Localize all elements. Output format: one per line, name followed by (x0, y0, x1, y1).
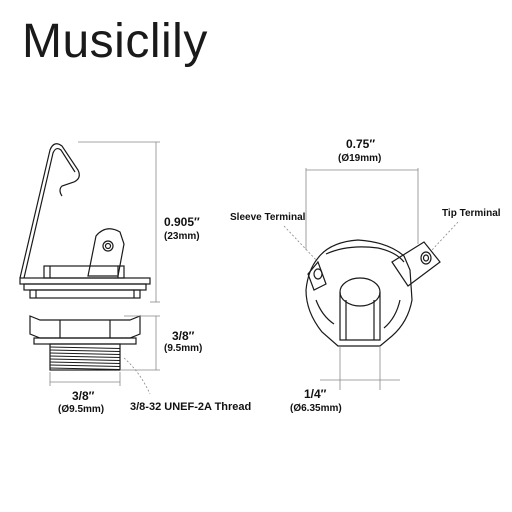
width-dim-metric: (Ø19mm) (338, 153, 381, 164)
thread-line (49, 349, 121, 352)
thread-dia-metric: (Ø9.5mm) (58, 404, 104, 415)
thread-length-label: 3/8″ (172, 329, 195, 343)
side-view (19, 143, 151, 371)
front-dimensions (283, 168, 459, 390)
thread-line (49, 361, 121, 364)
side-dimensions (49, 141, 160, 395)
hex-nut (29, 315, 141, 339)
height-dim-metric: (23mm) (164, 231, 200, 242)
flange-top (19, 277, 151, 285)
washer (33, 337, 137, 345)
tip-terminal-label: Tip Terminal (442, 208, 501, 219)
thread-line (49, 358, 121, 361)
thread-line (49, 367, 121, 370)
thread-dia-label: 3/8″ (72, 389, 95, 403)
height-dim-label: 0.905″ (164, 215, 200, 229)
lug-hole (102, 240, 114, 252)
tip-terminal (391, 241, 441, 287)
plug-dim-label: 1/4″ (304, 387, 327, 401)
terminal-lug (87, 228, 125, 277)
thread-line (49, 352, 121, 355)
thread-line (49, 364, 121, 367)
plug-dim-metric: (Ø6.35mm) (290, 403, 342, 414)
front-housing (305, 239, 413, 347)
width-dim-label: 0.75″ (346, 137, 375, 151)
thread-line (49, 355, 121, 358)
threaded-bushing (49, 343, 121, 371)
flange-mid (23, 283, 147, 291)
front-view (305, 239, 441, 347)
thread-line (49, 346, 121, 349)
flange-bottom (29, 289, 141, 299)
sleeve-terminal (307, 260, 327, 291)
spring-contact (19, 143, 80, 279)
thread-length-metric: (9.5mm) (164, 343, 202, 354)
sleeve-terminal-label: Sleeve Terminal (230, 212, 306, 223)
brand-logo: Musiclily (22, 15, 208, 68)
tip-terminal-hole (420, 251, 432, 265)
thread-spec-label: 3/8-32 UNEF-2A Thread (130, 401, 251, 413)
